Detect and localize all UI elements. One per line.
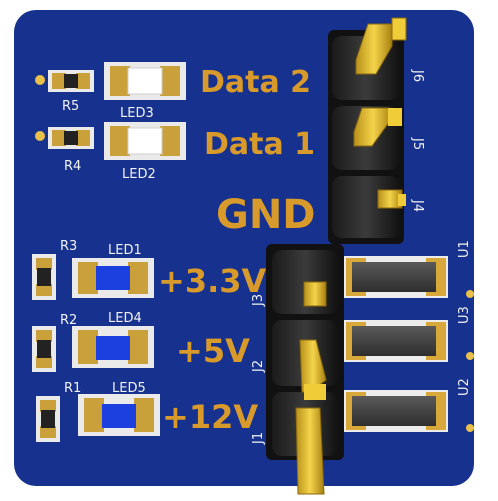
led-led1 (72, 258, 154, 298)
via-pad (35, 75, 45, 85)
resistor-r5 (48, 70, 94, 92)
via-pad (466, 424, 474, 432)
regulator-u1 (344, 256, 448, 298)
label-data2: Data 2 (200, 65, 311, 100)
designator-r3: R3 (60, 239, 77, 254)
regulator-u2 (344, 390, 448, 432)
via-pad (466, 290, 474, 298)
designator-j6: J6 (410, 69, 425, 82)
label-5v: +5V (176, 332, 250, 370)
label-3v3: +3.3V (158, 262, 267, 300)
designator-r5: R5 (62, 99, 79, 114)
designator-led4: LED4 (108, 311, 142, 326)
label-12v: +12V (162, 398, 258, 436)
designator-r1: R1 (64, 381, 81, 396)
designator-j4: J4 (410, 199, 425, 212)
designator-j5: J5 (410, 137, 425, 150)
led-led2 (104, 122, 186, 160)
resistor-r1 (36, 396, 60, 442)
via-pad (35, 131, 45, 141)
label-gnd: GND (216, 192, 316, 238)
label-data1: Data 1 (204, 127, 315, 162)
designator-led1: LED1 (108, 243, 142, 258)
resistor-r2 (32, 326, 56, 372)
regulator-u3 (344, 320, 448, 362)
resistor-r3 (32, 254, 56, 300)
resistor-r4 (48, 127, 94, 149)
led-led3 (104, 62, 186, 100)
led-led5 (78, 394, 160, 436)
designator-u3: U3 (457, 306, 472, 324)
via-pad (466, 352, 474, 360)
designator-led2: LED2 (122, 167, 156, 182)
designator-j1: J1 (251, 432, 266, 445)
led-led4 (72, 326, 154, 368)
designator-r4: R4 (64, 159, 81, 174)
designator-u1: U1 (457, 240, 472, 258)
designator-u2: U2 (457, 378, 472, 396)
designator-j2: J2 (251, 360, 266, 373)
header-j1-j3 (266, 244, 344, 495)
designator-j3: J3 (251, 294, 266, 307)
designator-led5: LED5 (112, 381, 146, 396)
designator-r2: R2 (60, 313, 77, 328)
header-j4-j6 (328, 17, 407, 244)
designator-led3: LED3 (120, 106, 154, 121)
